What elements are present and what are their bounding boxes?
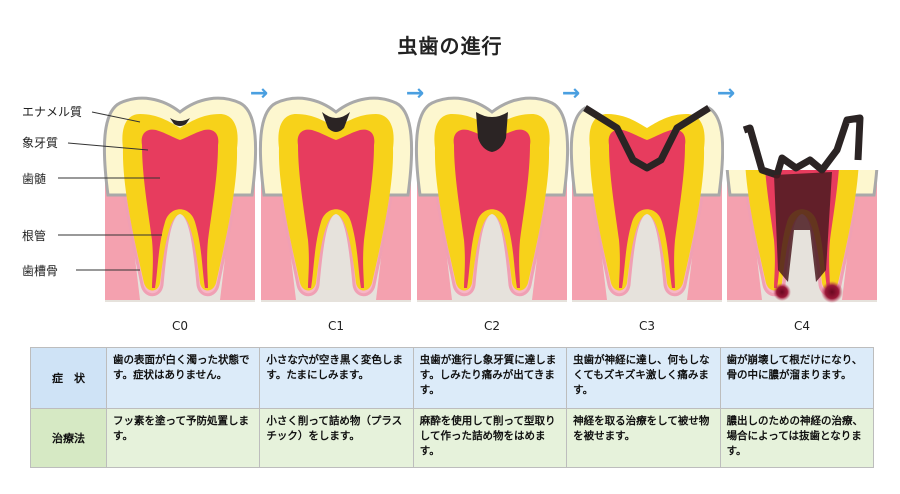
symptom-cell-c3: 虫歯が神経に達し、何もしなくてもズキズキ激しく痛みます。 [566, 347, 721, 409]
progress-arrows: → → → → [250, 81, 735, 106]
anatomy-leader-lines [58, 111, 162, 271]
pulp [297, 129, 375, 288]
anatomy-label-enamel: エナメル質 [22, 105, 83, 119]
symptom-cell-c0: 歯の表面が白く濁った状態です。症状はありません。 [105, 347, 261, 409]
decay-outline [583, 105, 711, 172]
anatomy-label-dentin: 象牙質 [22, 136, 59, 150]
tooth-panels [102, 90, 880, 303]
symptom-row: 症 状 歯の表面が白く濁った状態です。症状はありません。 小さな穴が空き黒く変色… [30, 347, 875, 409]
decay-spot [170, 118, 190, 126]
anatomy-label-alveolar-bone: 歯槽骨 [22, 264, 59, 278]
leader-line [67, 142, 149, 151]
pulp [453, 129, 531, 288]
stage-label-c4: C4 [793, 319, 810, 333]
arrow-icon: → [562, 81, 580, 106]
symptom-cell-c2: 虫歯が進行し象牙質に達します。しみたり痛みが出てきます。 [412, 347, 568, 409]
pulp [608, 129, 686, 288]
tooth-c2 [414, 96, 570, 302]
treatment-row: 治療法 フッ素を塗って予防処置します。 小さく削って詰め物（プラスチック）をしま… [30, 408, 875, 468]
tooth-c0 [102, 96, 258, 302]
decay-cavity [476, 112, 508, 152]
treatment-cell-c1: 小さく削って詰め物（プラスチック）をします。 [259, 408, 414, 468]
tooth-decay-diagram: → → → → [58, 81, 880, 303]
stage-label-c2: C2 [483, 319, 500, 333]
symptom-cell-c1: 小さな穴が空き黒く変色します。たまにしみます。 [259, 347, 414, 409]
anatomy-label-root-canal: 根管 [22, 229, 47, 243]
leader-line [91, 111, 141, 123]
anatomy-label-pulp: 歯髄 [22, 172, 47, 186]
stage-info-table: 症 状 歯の表面が白く濁った状態です。症状はありません。 小さな穴が空き黒く変色… [30, 347, 875, 468]
arrow-icon: → [406, 81, 424, 106]
treatment-cell-c4: 膿出しのための神経の治療、場合によっては抜歯となります。 [719, 408, 875, 468]
stage-label-c1: C1 [327, 319, 344, 333]
abscess-left [773, 283, 791, 301]
stage-label-c3: C3 [638, 319, 655, 333]
treatment-cell-c0: フッ素を塗って予防処置します。 [105, 408, 261, 468]
decay-outline [742, 114, 864, 179]
decayed-pulp [774, 172, 832, 282]
arrow-icon: → [250, 81, 268, 106]
abscess-right [821, 281, 843, 303]
tooth-c4 [724, 90, 880, 303]
treatment-row-header: 治療法 [30, 408, 107, 468]
stage-label-c0: C0 [171, 319, 188, 333]
pulp [141, 129, 219, 288]
tooth-c3 [569, 105, 725, 302]
tooth-c1 [258, 96, 414, 302]
symptom-row-header: 症 状 [30, 347, 107, 409]
treatment-cell-c2: 麻酔を使用して削って型取りして作った詰め物をはめます。 [412, 408, 568, 468]
treatment-cell-c3: 神経を取る治療をして被せ物を被せます。 [566, 408, 721, 468]
page-title: 虫歯の進行 [397, 34, 503, 58]
arrow-icon: → [717, 81, 735, 106]
symptom-cell-c4: 歯が崩壊して根だけになり、骨の中に膿が溜まります。 [719, 347, 875, 409]
decay-cavity [322, 112, 350, 132]
